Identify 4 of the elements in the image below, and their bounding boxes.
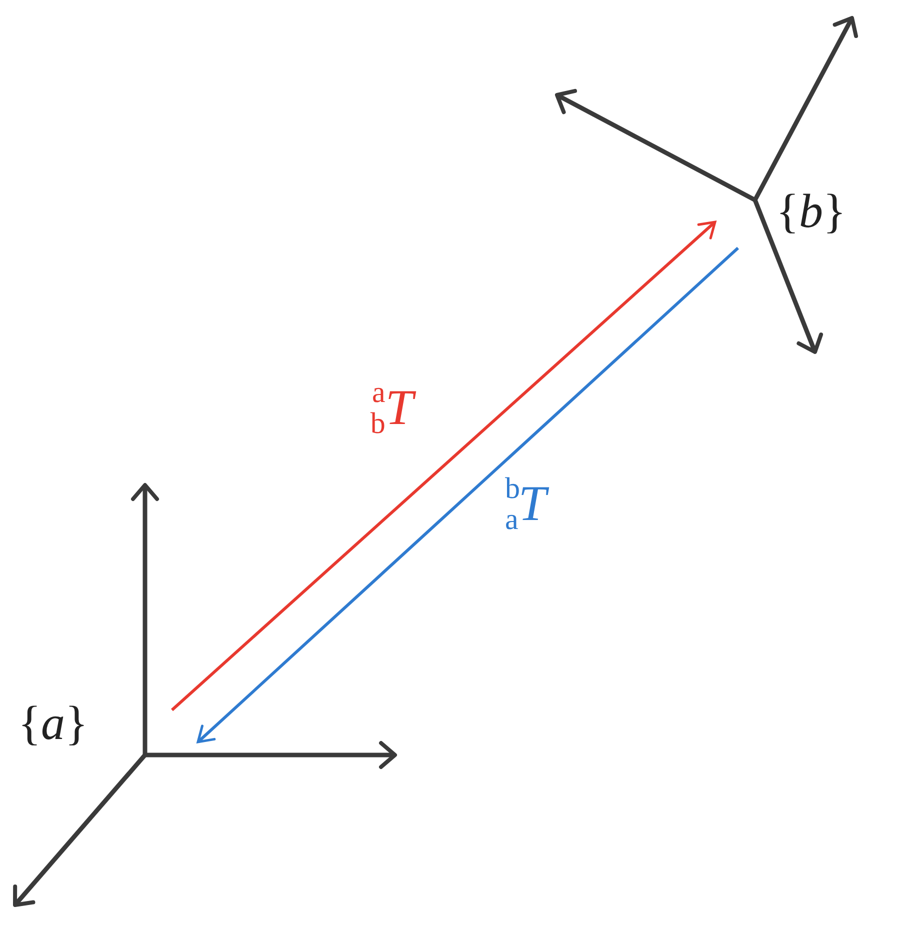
frame-label: {a} xyxy=(18,700,88,748)
transform-arrow xyxy=(171,220,716,712)
transform-arrow xyxy=(196,246,740,744)
frame-label: {b} xyxy=(776,188,846,236)
